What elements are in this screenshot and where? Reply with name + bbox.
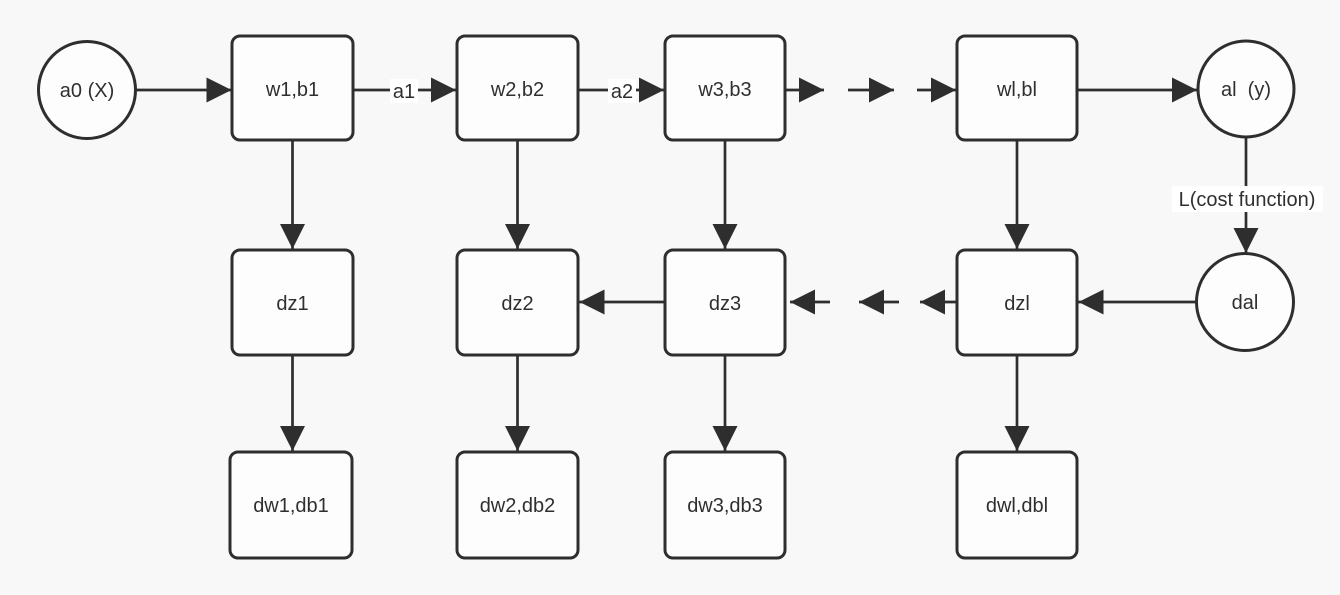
edge-label-a2-text: a2 bbox=[611, 81, 633, 103]
node-dzl-shape bbox=[955, 248, 1079, 357]
node-dz1-label: dz1 bbox=[276, 293, 308, 315]
edge-label-cost-function: L(cost function) bbox=[1172, 186, 1323, 212]
node-w3b3-shape bbox=[663, 34, 787, 142]
node-dwldbl: dwl,dbl bbox=[955, 450, 1079, 560]
node-al-shape bbox=[1196, 39, 1296, 139]
node-dal-shape bbox=[1195, 252, 1295, 352]
node-wlbl: wl,bl bbox=[955, 34, 1079, 142]
node-dz1: dz1 bbox=[230, 248, 355, 357]
edge-label-a1: a1 bbox=[390, 79, 418, 103]
node-w2b2: w2,b2 bbox=[455, 34, 580, 142]
node-w1b1: w1,b1 bbox=[230, 34, 355, 142]
node-w1b1-label: w1,b1 bbox=[265, 79, 319, 101]
node-dw1db1: dw1,db1 bbox=[228, 450, 354, 560]
node-dal-label: dal bbox=[1232, 292, 1259, 314]
node-w1b1-shape bbox=[230, 34, 355, 142]
edge-label-a2-background bbox=[608, 79, 636, 103]
edge-label-a2: a2 bbox=[608, 79, 636, 103]
node-w3b3-label: w3,b3 bbox=[697, 79, 751, 101]
node-dzl: dzl bbox=[955, 248, 1079, 357]
node-dw2db2: dw2,db2 bbox=[455, 450, 580, 560]
node-dwldbl-shape bbox=[955, 450, 1079, 560]
node-dzl-label: dzl bbox=[1004, 293, 1030, 315]
node-a0: a0 (X) bbox=[37, 40, 137, 140]
edge-label-cost-text: L(cost function) bbox=[1179, 189, 1316, 211]
node-dz2: dz2 bbox=[455, 248, 580, 357]
node-dwldbl-label: dwl,dbl bbox=[986, 495, 1048, 517]
node-dz3: dz3 bbox=[663, 248, 787, 357]
node-dw2db2-shape bbox=[455, 450, 580, 560]
node-dw3db3-shape bbox=[663, 450, 787, 560]
node-dw2db2-label: dw2,db2 bbox=[480, 495, 556, 517]
node-al-label: al (y) bbox=[1221, 79, 1271, 101]
edge-label-a1-text: a1 bbox=[393, 81, 415, 103]
node-dz3-shape bbox=[663, 248, 787, 357]
node-dw1db1-label: dw1,db1 bbox=[253, 495, 329, 517]
node-al: al (y) bbox=[1196, 39, 1296, 139]
node-a0-shape bbox=[37, 40, 137, 140]
node-w2b2-shape bbox=[455, 34, 580, 142]
node-wlbl-shape bbox=[955, 34, 1079, 142]
node-dz1-shape bbox=[230, 248, 355, 357]
node-w2b2-label: w2,b2 bbox=[490, 79, 544, 101]
edge-label-cost-background bbox=[1172, 186, 1323, 212]
node-a0-label: a0 (X) bbox=[60, 80, 114, 102]
node-dw1db1-shape bbox=[228, 450, 354, 560]
node-dz2-label: dz2 bbox=[501, 293, 533, 315]
edge-label-a1-background bbox=[390, 79, 418, 103]
node-dw3db3-label: dw3,db3 bbox=[687, 495, 763, 517]
node-dw3db3: dw3,db3 bbox=[663, 450, 787, 560]
node-dal: dal bbox=[1195, 252, 1295, 352]
node-dz2-shape bbox=[455, 248, 580, 357]
node-w3b3: w3,b3 bbox=[663, 34, 787, 142]
node-dz3-label: dz3 bbox=[709, 293, 741, 315]
node-wlbl-label: wl,bl bbox=[996, 79, 1037, 101]
